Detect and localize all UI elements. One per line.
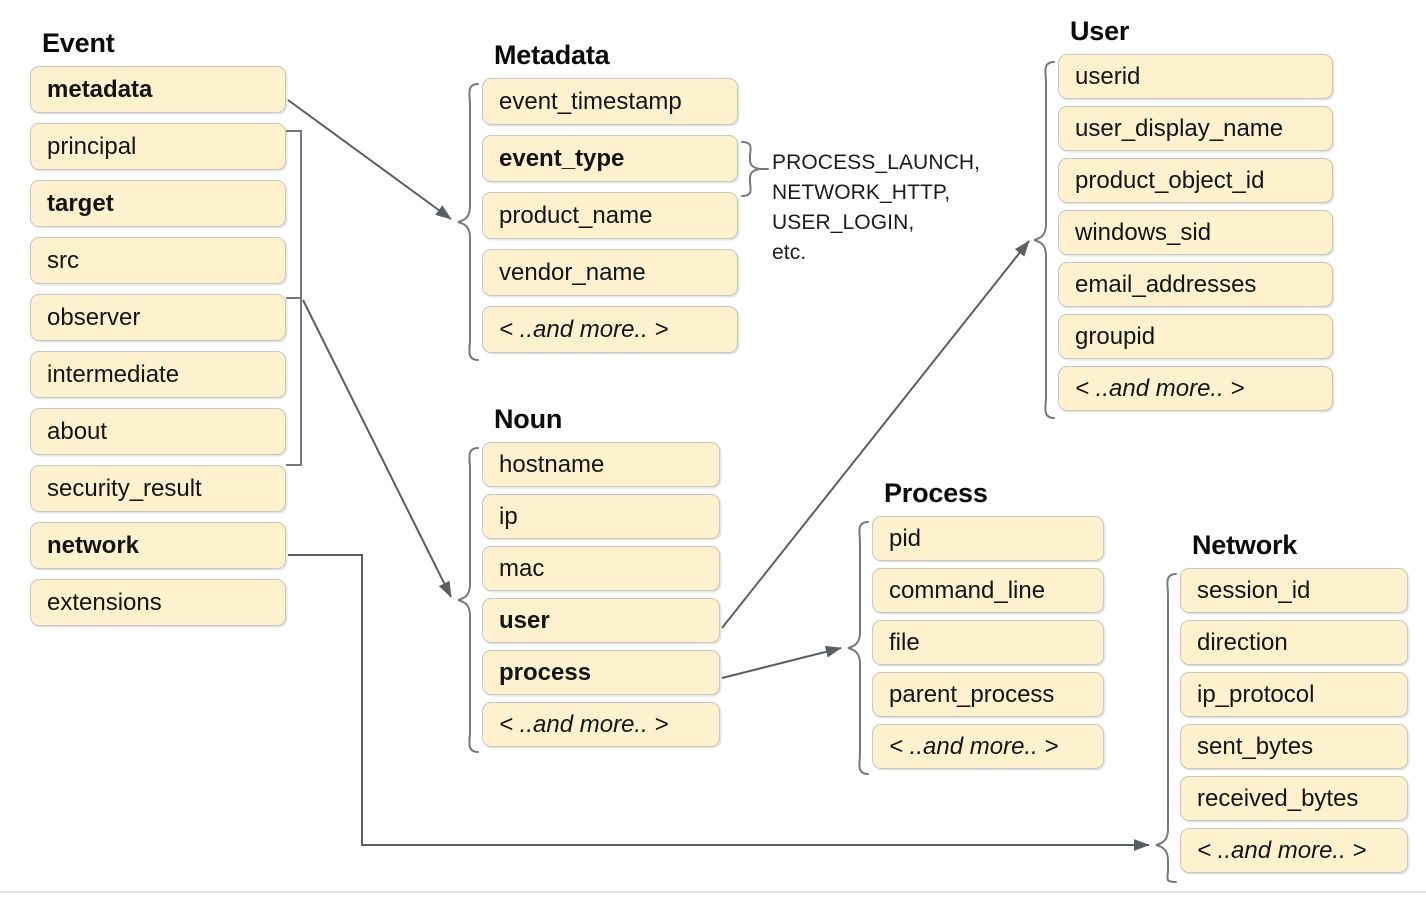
group-title-network: Network: [1192, 530, 1298, 560]
field-user-user-display-name[interactable]: user_display_name: [1058, 106, 1333, 151]
field-user-product-object-id[interactable]: product_object_id: [1058, 158, 1333, 203]
field-process-file[interactable]: file: [872, 620, 1104, 665]
field-network-session-id[interactable]: session_id: [1180, 568, 1408, 613]
group-network: Network session_id direction ip_protocol…: [1180, 532, 1408, 880]
bracket-event-nouns: [286, 130, 302, 466]
field-process-pid[interactable]: pid: [872, 516, 1104, 561]
field-process-and-more[interactable]: < ..and more.. >: [872, 724, 1104, 769]
field-network-ip-protocol[interactable]: ip_protocol: [1180, 672, 1408, 717]
brace-noun: [457, 447, 479, 753]
connector-metadata: [287, 99, 452, 220]
group-title-noun: Noun: [494, 404, 563, 434]
group-title-user: User: [1070, 16, 1130, 46]
field-event-security-result[interactable]: security_result: [30, 465, 286, 512]
field-event-network[interactable]: network: [30, 522, 286, 569]
group-noun: Noun hostname ip mac user process < ..an…: [482, 406, 720, 754]
connector-noun: [302, 299, 452, 598]
field-event-intermediate[interactable]: intermediate: [30, 351, 286, 398]
brace-metadata: [457, 83, 479, 361]
field-noun-mac[interactable]: mac: [482, 546, 720, 591]
field-event-src[interactable]: src: [30, 237, 286, 284]
group-event: Event metadata principal target src obse…: [30, 30, 286, 636]
field-metadata-event-type[interactable]: event_type: [482, 135, 738, 182]
connector-process: [721, 645, 842, 679]
brace-network: [1155, 573, 1177, 883]
field-noun-user[interactable]: user: [482, 598, 720, 643]
field-metadata-vendor-name[interactable]: vendor_name: [482, 249, 738, 296]
field-process-command-line[interactable]: command_line: [872, 568, 1104, 613]
annotation-event-type-values: PROCESS_LAUNCH, NETWORK_HTTP, USER_LOGIN…: [772, 151, 981, 264]
field-event-principal[interactable]: principal: [30, 123, 286, 170]
field-user-groupid[interactable]: groupid: [1058, 314, 1333, 359]
field-process-parent-process[interactable]: parent_process: [872, 672, 1104, 717]
field-network-received-bytes[interactable]: received_bytes: [1180, 776, 1408, 821]
field-user-windows-sid[interactable]: windows_sid: [1058, 210, 1333, 255]
field-event-observer[interactable]: observer: [30, 294, 286, 341]
field-metadata-event-timestamp[interactable]: event_timestamp: [482, 78, 738, 125]
field-metadata-and-more[interactable]: < ..and more.. >: [482, 306, 738, 353]
field-metadata-product-name[interactable]: product_name: [482, 192, 738, 239]
group-title-metadata: Metadata: [494, 40, 610, 70]
brace-event-type-values: [741, 141, 761, 197]
field-user-email-addresses[interactable]: email_addresses: [1058, 262, 1333, 307]
field-user-userid[interactable]: userid: [1058, 54, 1333, 99]
field-event-about[interactable]: about: [30, 408, 286, 455]
field-event-extensions[interactable]: extensions: [30, 579, 286, 626]
field-noun-hostname[interactable]: hostname: [482, 442, 720, 487]
group-user: User userid user_display_name product_ob…: [1058, 18, 1333, 418]
brace-user: [1033, 61, 1055, 419]
group-title-process: Process: [884, 478, 988, 508]
field-network-sent-bytes[interactable]: sent_bytes: [1180, 724, 1408, 769]
field-network-direction[interactable]: direction: [1180, 620, 1408, 665]
group-process: Process pid command_line file parent_pro…: [872, 480, 1104, 776]
field-noun-and-more[interactable]: < ..and more.. >: [482, 702, 720, 747]
field-noun-ip[interactable]: ip: [482, 494, 720, 539]
group-title-event: Event: [42, 28, 115, 58]
field-event-metadata[interactable]: metadata: [30, 66, 286, 113]
field-network-and-more[interactable]: < ..and more.. >: [1180, 828, 1408, 873]
field-event-target[interactable]: target: [30, 180, 286, 227]
field-noun-process[interactable]: process: [482, 650, 720, 695]
group-metadata: Metadata event_timestamp event_type prod…: [482, 42, 738, 363]
field-user-and-more[interactable]: < ..and more.. >: [1058, 366, 1333, 411]
brace-process: [847, 521, 869, 775]
